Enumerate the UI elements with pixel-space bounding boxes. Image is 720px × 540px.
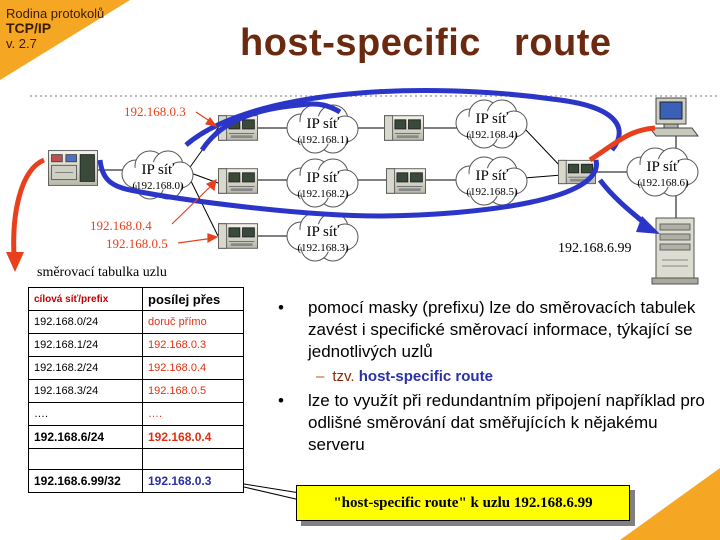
router-icon [384, 115, 424, 141]
table-row [28, 448, 244, 470]
gateway-cell [142, 448, 244, 470]
bullet-text: lze to využít při redundantním připojení… [308, 391, 705, 454]
destination-cell: …. [28, 402, 143, 426]
router-icon [218, 223, 258, 249]
destination-cell: 192.168.6.99/32 [28, 469, 143, 493]
destination-cell: 192.168.6/24 [28, 425, 143, 449]
cloud-network-label: (192.168.0) [132, 180, 184, 192]
cloud-network-label: (192.168.6) [637, 177, 689, 189]
ip-network-cloud: IP síť (192.168.4) [455, 99, 528, 149]
cloud-title: IP síť [307, 170, 341, 186]
course-header: Rodina protokolů TCP/IP v. 2.7 [6, 6, 104, 51]
router-icon [218, 168, 258, 194]
gateway-cell: …. [142, 402, 244, 426]
ip-network-cloud: IP síť (192.168.1) [286, 104, 359, 154]
host-route-path [97, 159, 599, 219]
table-row: 192.168.6/24 192.168.0.4 [28, 425, 244, 449]
cloud-title: IP síť [307, 224, 341, 240]
table-header-row: cílová síť/prefix posílej přes [28, 287, 244, 311]
ip-network-cloud: IP síť (192.168.5) [455, 156, 528, 206]
table-row: 192.168.2/24 192.168.0.4 [28, 356, 244, 380]
routing-table: cílová síť/prefix posílej přes 192.168.0… [28, 287, 244, 493]
cloud-network-label: (192.168.2) [297, 188, 349, 200]
address-label: 192.168.0.5 [106, 236, 168, 251]
cloud-title: IP síť [476, 111, 510, 127]
address-pointers [171, 111, 219, 244]
address-label: 192.168.0.4 [90, 218, 152, 233]
cloud-network-label: (192.168.3) [297, 242, 349, 254]
destination-cell: 192.168.2/24 [28, 356, 143, 380]
destination-cell: 192.168.1/24 [28, 333, 143, 357]
destination-cell [28, 448, 143, 470]
column-header-gateway: posílej přes [142, 287, 244, 311]
sub-bullet-prefix: tzv. [332, 368, 355, 385]
ip-network-clouds: IP síť(192.168.0)IP síť(192.168.1)IP síť… [121, 99, 699, 262]
sub-bullet-item: –tzv. host-specific route [316, 368, 493, 385]
bullet-list: • pomocí masky (prefixu) lze do směrovac… [278, 297, 708, 456]
bullet-item: • pomocí masky (prefixu) lze do směrovac… [278, 297, 708, 363]
cloud-title: IP síť [476, 168, 510, 184]
host-route-path [199, 101, 342, 152]
destination-cell: 192.168.3/24 [28, 379, 143, 403]
router-icon [386, 168, 426, 194]
ip-network-cloud: IP síť (192.168.2) [286, 158, 359, 208]
arrow-to-table [11, 157, 46, 256]
workstation-icon [649, 97, 699, 137]
table-row: 192.168.1/24 192.168.0.3 [28, 333, 244, 357]
server-icon [651, 217, 699, 285]
protocol-label: TCP/IP [6, 20, 52, 36]
column-header-destination: cílová síť/prefix [28, 287, 143, 311]
version-label: v. 2.7 [6, 36, 37, 51]
bullet-item: • lze to využít při redundantním připoje… [278, 390, 708, 456]
series-label: Rodina protokolů [6, 6, 105, 21]
table-row: 192.168.3/24 192.168.0.5 [28, 379, 244, 403]
table-row: 192.168.0/24 doruč přímo [28, 310, 244, 334]
corner-decoration [0, 0, 130, 80]
ip-network-cloud: IP síť (192.168.3) [286, 212, 359, 262]
cloud-network-label: (192.168.1) [297, 134, 349, 146]
gateway-cell: 192.168.0.3 [142, 333, 244, 357]
gateway-cell: 192.168.0.4 [142, 356, 244, 380]
ip-network-cloud: IP síť (192.168.6) [626, 147, 699, 197]
host-route-callout: "host-specific route" k uzlu 192.168.6.9… [296, 485, 630, 521]
router-icon [48, 150, 98, 186]
gateway-cell: 192.168.0.4 [142, 425, 244, 449]
table-row: 192.168.6.99/32 192.168.0.3 [28, 469, 244, 493]
cloud-title: IP síť [142, 162, 176, 178]
arrow-to-table-head [6, 252, 24, 272]
route-arrowhead [636, 216, 660, 234]
bullet-text: pomocí masky (prefixu) lze do směrovacíc… [308, 298, 696, 361]
cloud-title: IP síť [647, 159, 681, 175]
page-title: host-specific route [240, 22, 612, 64]
table-row: …. …. [28, 402, 244, 426]
cloud-network-label: (192.168.5) [466, 186, 518, 198]
gateway-cell: 192.168.0.3 [142, 469, 244, 493]
sub-bullet-highlight: host-specific route [358, 368, 493, 385]
corner-decoration [620, 468, 720, 540]
gateway-cell: doruč přímo [142, 310, 244, 334]
cloud-network-label: (192.168.4) [466, 129, 518, 141]
network-route-path [588, 125, 656, 163]
routing-table-caption: směrovací tabulka uzlu [37, 265, 167, 280]
destination-cell: 192.168.0/24 [28, 310, 143, 334]
gateway-cell: 192.168.0.5 [142, 379, 244, 403]
address-label: 192.168.0.3 [124, 104, 186, 119]
server-address-label: 192.168.6.99 [558, 241, 632, 256]
cloud-title: IP síť [307, 116, 341, 132]
